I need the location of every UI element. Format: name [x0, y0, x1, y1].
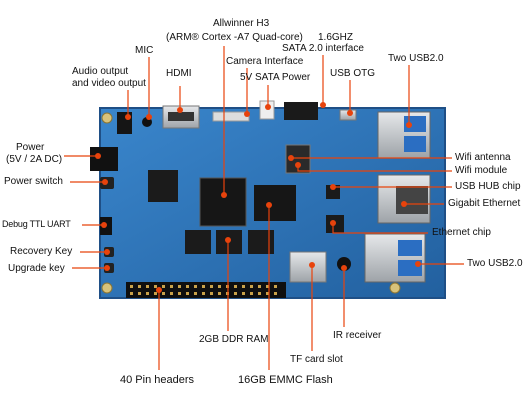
leader-dots — [95, 102, 421, 293]
label-two-usb-bottom: Two USB2.0 — [467, 258, 523, 269]
tf-card-slot — [289, 251, 327, 283]
mount-hole-top-left — [101, 112, 113, 124]
leader-lines — [64, 46, 464, 370]
mount-hole-bottom-left — [101, 282, 113, 294]
label-mic: MIC — [135, 45, 154, 56]
sata-connector — [284, 102, 318, 120]
label-audio-line2: and video output — [72, 78, 146, 89]
label-usb-otg: USB OTG — [330, 68, 376, 79]
label-audio-line1: Audio output — [72, 66, 129, 77]
camera-connector — [212, 111, 250, 122]
label-power-line1: Power — [16, 142, 45, 153]
ir-receiver-component — [337, 257, 351, 271]
label-ir: IR receiver — [333, 330, 382, 341]
label-debug-uart: Debug TTL UART — [2, 219, 71, 229]
label-pin-headers: 40 Pin headers — [120, 374, 194, 386]
label-cpu-line1: Allwinner H3 — [213, 18, 270, 29]
dc-power-jack — [90, 147, 118, 171]
label-sata-power: 5V SATA Power — [240, 72, 311, 83]
label-hdmi: HDMI — [166, 68, 192, 79]
usb-hub-chip — [326, 185, 340, 199]
leader-ethernet-chip — [332, 223, 428, 234]
cpu-chip — [199, 177, 247, 227]
label-sata20: SATA 2.0 interface — [282, 43, 364, 54]
label-ethernet-chip: Ethernet chip — [432, 227, 491, 238]
label-wifi-antenna: Wifi antenna — [455, 152, 511, 163]
label-gigabit: Gigabit Ethernet — [448, 198, 521, 209]
label-usb-hub: USB HUB chip — [455, 181, 521, 192]
sata-power-connector — [259, 100, 275, 120]
pin-header-row — [126, 282, 286, 298]
label-upgrade-key: Upgrade key — [8, 263, 65, 274]
label-tf: TF card slot — [290, 354, 343, 365]
label-wifi-module: Wifi module — [455, 165, 508, 176]
label-camera: Camera Interface — [226, 56, 304, 67]
mount-hole-bottom-right — [389, 282, 401, 294]
label-power-switch: Power switch — [4, 176, 63, 187]
ddr-chip-3 — [248, 230, 274, 254]
ddr-chip-1 — [185, 230, 211, 254]
label-power-line2: (5V / 2A DC) — [6, 154, 63, 165]
emmc-chip — [254, 185, 296, 221]
label-cpu-freq: 1.6GHZ — [318, 32, 354, 43]
label-cpu-line2: (ARM® Cortex -A7 Quad-core) — [166, 32, 303, 43]
label-emmc: 16GB EMMC Flash — [238, 374, 333, 386]
label-recovery-key: Recovery Key — [10, 246, 73, 257]
label-two-usb-top: Two USB2.0 — [388, 53, 444, 64]
label-ddr: 2GB DDR RAM — [199, 334, 269, 345]
power-chip — [148, 170, 178, 202]
